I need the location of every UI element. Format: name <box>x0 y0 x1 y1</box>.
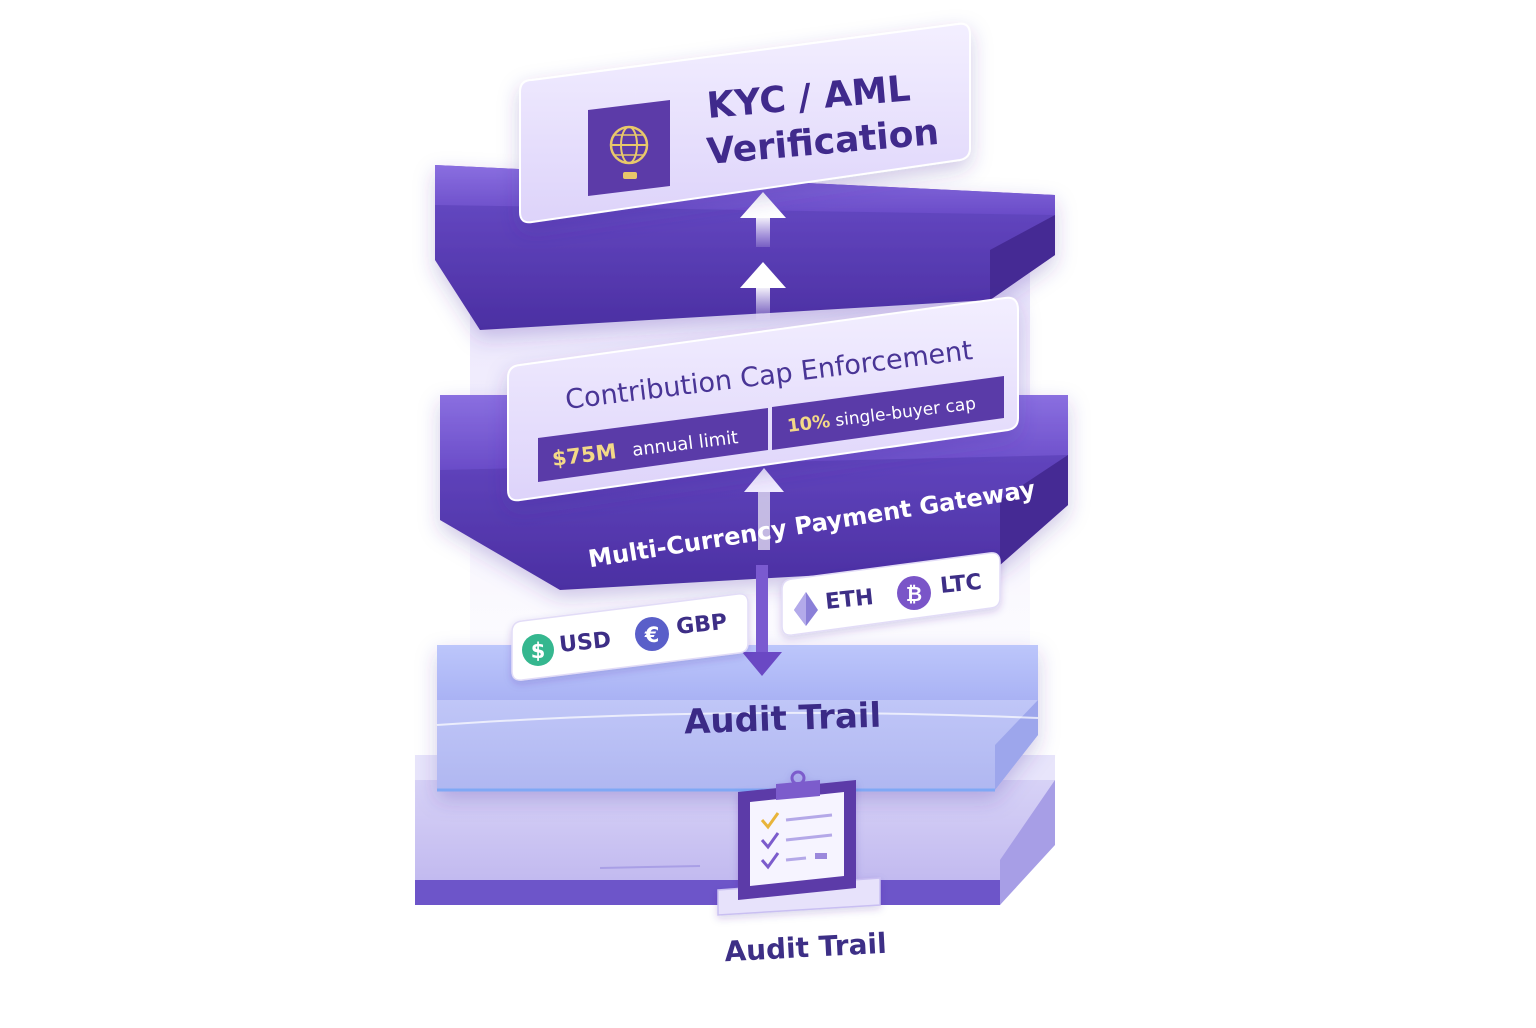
audit-trail-title: Audit Trail <box>683 696 881 743</box>
fiat-currency-chip[interactable]: $ USD € GBP <box>511 593 749 681</box>
flow-arrows <box>740 192 786 676</box>
svg-text:$: $ <box>531 639 546 663</box>
audit-trail-caption: Audit Trail <box>724 927 888 968</box>
audit-trail-layer[interactable]: Audit Trail <box>436 645 1039 792</box>
svg-text:€: € <box>644 623 660 647</box>
kyc-aml-card[interactable]: KYC / AML Verification <box>519 22 971 224</box>
up-arrow-icon <box>740 192 786 218</box>
svg-text:₿: ₿ <box>906 582 922 606</box>
crypto-currency-chip[interactable]: ETH ₿ LTC <box>781 552 1001 636</box>
up-arrow-icon <box>744 468 784 492</box>
currency-usd: USD <box>558 628 612 658</box>
single-buyer-value: 10% <box>786 411 831 437</box>
up-arrow-icon <box>740 262 786 288</box>
down-arrow-icon <box>742 652 782 676</box>
euro-coin-icon: € <box>635 617 669 651</box>
currency-gbp: GBP <box>675 610 728 640</box>
clipboard-icon <box>717 770 881 916</box>
down-arrow-shaft <box>756 565 768 655</box>
base-detail-line <box>599 865 701 869</box>
dollar-coin-icon: $ <box>522 634 554 666</box>
ethereum-icon <box>794 592 818 626</box>
up-arrow-lower-shaft <box>758 490 770 550</box>
up-arrow-top-shaft <box>756 215 770 247</box>
passport-icon <box>588 100 670 196</box>
currency-eth: ETH <box>824 585 875 615</box>
single-buyer-cap-chip: 10% single-buyer cap <box>772 376 1004 450</box>
up-arrow-mid-shaft <box>756 285 770 320</box>
currency-ltc: LTC <box>939 570 983 599</box>
annual-limit-chip: $75M annual limit <box>538 408 768 482</box>
contribution-cap-card[interactable]: Contribution Cap Enforcement $75M annual… <box>507 296 1019 502</box>
bitcoin-coin-icon: ₿ <box>897 576 931 610</box>
